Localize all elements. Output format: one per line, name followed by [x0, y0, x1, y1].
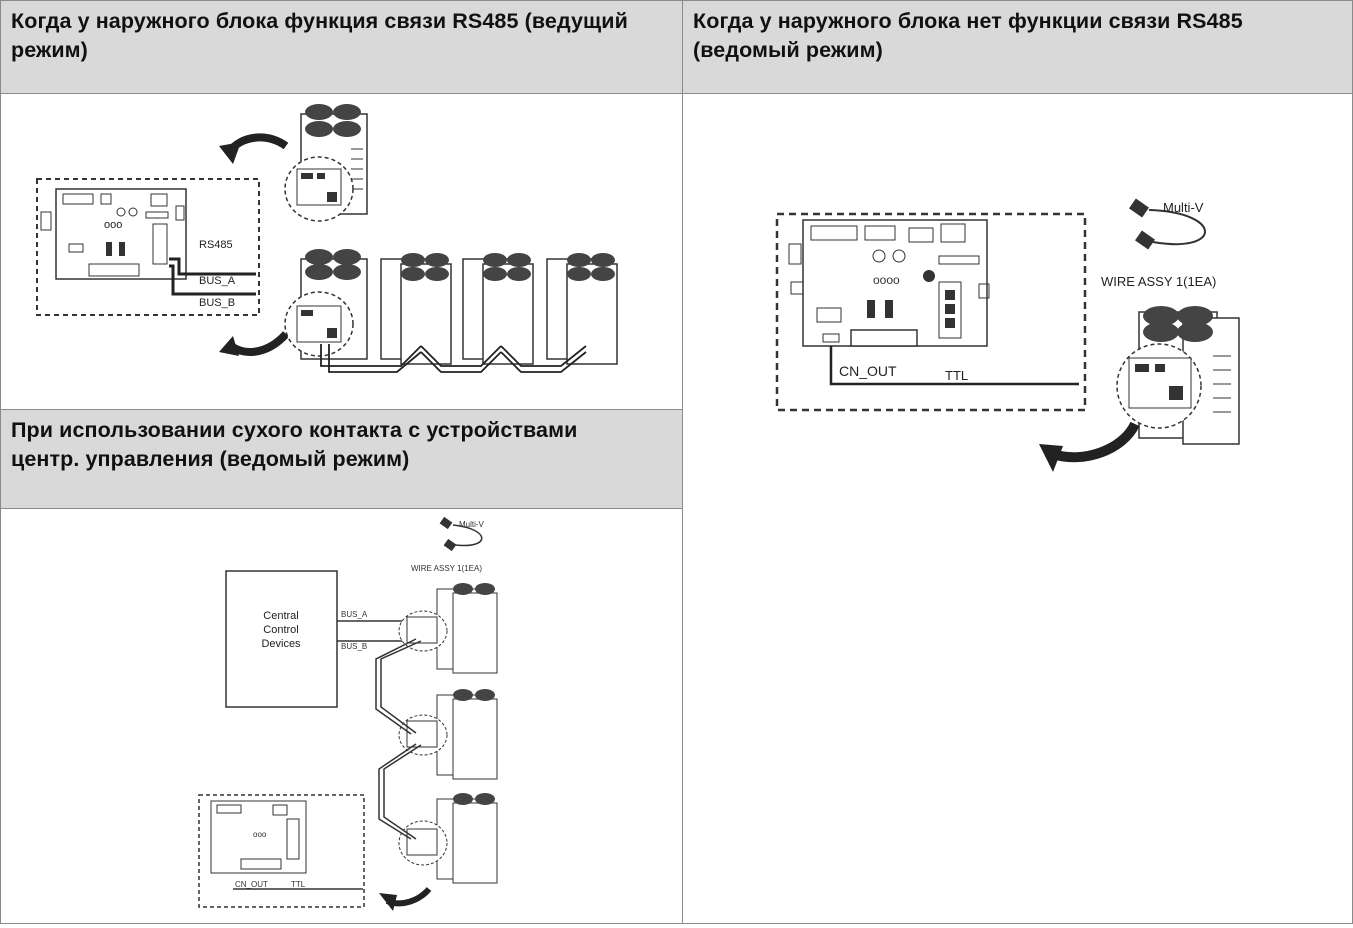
dry-contact-pcb-frame	[198, 794, 365, 908]
label-bus-b: BUS_B	[341, 642, 367, 651]
master-pcb-frame	[36, 178, 260, 316]
label-cn-out: CN_OUT	[235, 880, 268, 889]
master-mode-diagram: ооо RS485 BUS_A BUS_B	[36, 104, 618, 373]
label-multi-v: Multi-V	[1163, 200, 1204, 215]
curved-arrow-top-icon	[219, 133, 289, 164]
outdoor-unit	[1116, 306, 1240, 445]
central-control-devices-box	[225, 570, 338, 708]
daisy-chain-wiring	[320, 344, 587, 373]
connector-icon	[1129, 198, 1206, 250]
header-slave-text: Когда у наружного блока нет функции связ…	[693, 9, 1243, 62]
svg-text:оооо: оооо	[873, 273, 900, 287]
connector-icon	[439, 516, 483, 552]
label-wire-assy: WIRE ASSY 1(1EA)	[411, 564, 482, 573]
svg-text:ооо: ооо	[104, 219, 122, 231]
header-master-mode: Когда у наружного блока функция связи RS…	[0, 0, 683, 94]
label-cn-out: CN_OUT	[839, 363, 897, 379]
outdoor-unit-2	[398, 689, 498, 780]
header-dry-contact-text: При использовании сухого контакта с устр…	[11, 418, 578, 471]
label-multi-v: Multi-V	[459, 520, 485, 529]
wire-bus-a	[169, 257, 256, 276]
outdoor-unit-3	[398, 793, 498, 884]
label-wire-assy: WIRE ASSY 1(1EA)	[1101, 274, 1216, 289]
curved-arrow-icon	[1039, 421, 1140, 472]
unit-wiring	[375, 638, 422, 840]
slave-mode-diagram: Multi-V WIRE ASSY 1(1EA) оооо	[775, 198, 1240, 472]
label-bus-b: BUS_B	[199, 297, 235, 309]
slave-mode-diagram-cell: Multi-V WIRE ASSY 1(1EA) оооо	[682, 93, 1353, 924]
wire-ttl	[829, 346, 1079, 386]
label-bus-a: BUS_A	[199, 275, 236, 287]
central-text-2: Control	[263, 624, 298, 636]
slave-pcb-board: оооо	[788, 219, 990, 347]
outdoor-unit-1	[398, 583, 498, 674]
dry-contact-diagram-cell: Multi-V WIRE ASSY 1(1EA) Central Control…	[0, 508, 683, 924]
master-mode-diagram-cell: ооо RS485 BUS_A BUS_B	[0, 93, 683, 410]
central-text-1: Central	[263, 610, 298, 622]
outdoor-unit-top	[284, 104, 368, 222]
dry-contact-pcb-board: ооо	[210, 800, 307, 874]
label-bus-a: BUS_A	[341, 610, 368, 619]
header-dry-contact-mode: При использовании сухого контакта с устр…	[0, 409, 683, 509]
header-master-text: Когда у наружного блока функция связи RS…	[11, 9, 628, 62]
curved-arrow-icon	[379, 886, 432, 911]
label-ttl: TTL	[291, 880, 306, 889]
label-ttl: TTL	[945, 368, 968, 383]
outdoor-unit-group	[284, 249, 618, 365]
central-text-3: Devices	[261, 638, 301, 650]
curved-arrow-bottom-icon	[219, 331, 289, 357]
dry-contact-diagram: Multi-V WIRE ASSY 1(1EA) Central Control…	[198, 516, 498, 911]
svg-text:ооо: ооо	[253, 830, 267, 839]
wire-bus-b	[169, 264, 256, 296]
header-slave-mode: Когда у наружного блока нет функции связ…	[682, 0, 1353, 94]
master-pcb-board: ооо	[40, 188, 187, 280]
label-rs485: RS485	[199, 239, 233, 251]
